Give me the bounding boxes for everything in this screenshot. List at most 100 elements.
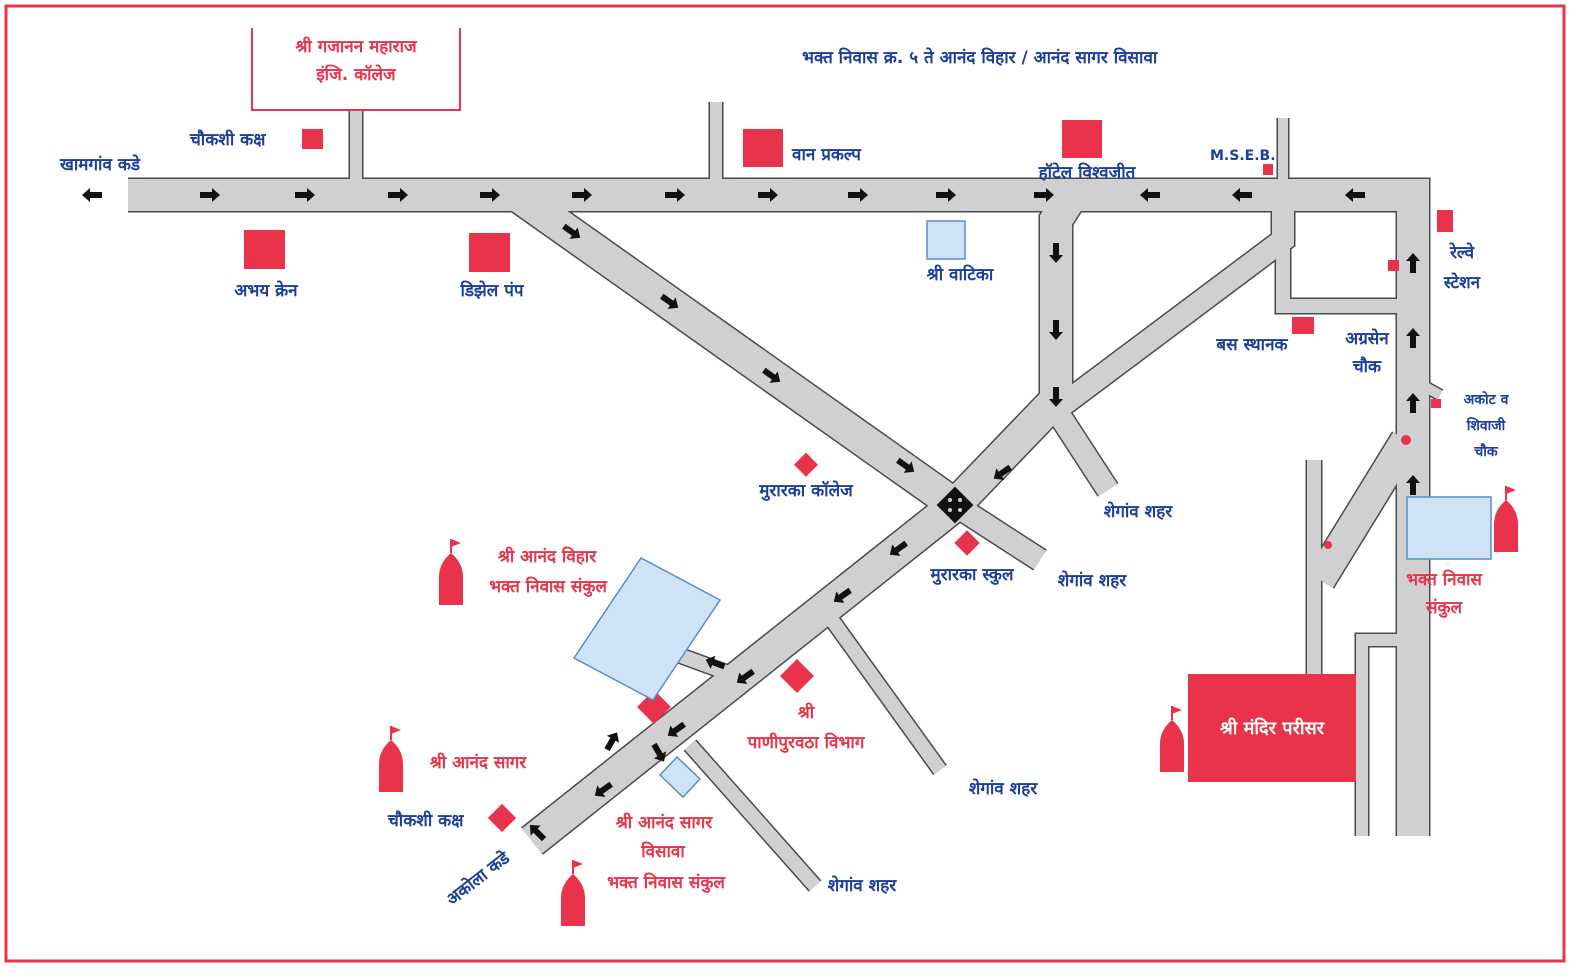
- akot-label-line1: अकोट व: [1464, 391, 1510, 408]
- railway-label-line1: रेल्वे: [1449, 242, 1476, 263]
- direction-arrow-22: [562, 223, 581, 239]
- direction-arrow-10: [936, 188, 956, 202]
- direction-arrow-25: [896, 457, 915, 473]
- direction-arrow-17: [1406, 393, 1420, 413]
- direction-arrow-21: [1049, 387, 1063, 407]
- landmark-markers: [244, 120, 1453, 833]
- agrasen-label-line1: अग्रसेन: [1345, 328, 1389, 349]
- railway-marker-1: [1437, 210, 1453, 232]
- hotel-marker: [1062, 120, 1102, 158]
- panipurvatha-label-line2: पाणीपुरवठा विभाग: [747, 732, 866, 753]
- anand-sagar-visava-label-line3: भक्त निवास संकुल: [607, 872, 726, 893]
- direction-arrow-18: [1406, 475, 1420, 495]
- anand-sagar-visava-building: [658, 755, 702, 799]
- temple-area-block: [1188, 674, 1356, 782]
- akot-marker: [1431, 399, 1441, 408]
- anand-vihar-gate-marker: [637, 690, 671, 724]
- chaukashi-bottom-label: चौकशी कक्ष: [387, 810, 464, 831]
- direction-arrow-34: [651, 742, 667, 762]
- anand-sagar-temple-icon: [379, 726, 403, 792]
- hotel-label: हॉटेल विश्वजीत: [1038, 162, 1137, 183]
- temple-area-temple-icon: [1160, 706, 1184, 772]
- direction-arrow-32: [705, 655, 726, 670]
- direction-arrow-13: [1232, 188, 1252, 202]
- temple-road-right: [1356, 634, 1402, 836]
- akot-spur: [1410, 375, 1443, 400]
- shegaon-label-3: शेगांव शहर: [969, 778, 1038, 799]
- southwest-road: [522, 492, 965, 854]
- direction-arrow-27: [889, 540, 908, 556]
- akot-label-line3: चौक: [1473, 443, 1499, 460]
- direction-arrows: [82, 188, 1420, 842]
- shegaon-label-1: शेगांव शहर: [1104, 501, 1173, 522]
- road-dot-1: [1401, 435, 1411, 445]
- anand-sagar-label: श्री आनंद सागर: [429, 752, 528, 773]
- direction-arrow-6: [572, 188, 592, 202]
- abhay-crane-marker: [244, 230, 285, 269]
- panipurvatha-label-line1: श्री: [797, 702, 815, 723]
- shegaon-road-1: [1046, 404, 1118, 496]
- van-prakalp-label: वान प्रकल्प: [791, 145, 862, 165]
- agrasen-label-line2: चौक: [1352, 356, 1382, 377]
- shegaon-road-2: [949, 495, 1046, 570]
- hotel-loop-road: [943, 186, 1086, 517]
- anand-sagar-visava-temple-icon: [561, 860, 585, 926]
- diesel-pump-label: डिझेल पंप: [459, 280, 524, 301]
- mseb-label: M.S.E.B.: [1210, 148, 1276, 164]
- buildings: [572, 220, 1492, 799]
- bhakt-niwas-right-temple-icon: [1494, 486, 1518, 552]
- railway-label-line2: स्टेशन: [1443, 272, 1481, 293]
- direction-arrow-14: [1345, 188, 1365, 202]
- direction-arrow-26: [993, 464, 1012, 480]
- anand-sagar-visava-label-line2: विसावा: [640, 841, 685, 862]
- muraraka-school-marker: [954, 530, 980, 556]
- mseb-marker: [1263, 164, 1273, 175]
- chaukashi-bottom-marker: [487, 803, 517, 833]
- muraraka-college-label: मुरारका कॉलेज: [758, 480, 854, 501]
- akot-label-line2: शिवाजी: [1466, 417, 1507, 434]
- khamgaon-label: खामगांव कडे: [59, 154, 141, 175]
- map-frame: [4, 4, 1566, 963]
- diesel-pump-marker: [469, 233, 510, 272]
- agrasen-loop: [1276, 240, 1400, 313]
- college-label-line2: इंजि. कॉलेज: [315, 64, 397, 85]
- road-dot-2: [1324, 541, 1332, 549]
- chaukashi-top-marker: [302, 129, 323, 149]
- college-label-line1: श्री गजानन महाराज: [294, 36, 418, 57]
- diagonal-road: [507, 181, 965, 519]
- engineering-college-box: श्री गजानन महाराज इंजि. कॉलेज: [251, 28, 461, 111]
- bus-stand-label: बस स्थानक: [1215, 335, 1288, 355]
- temple-icons: [379, 486, 1518, 926]
- direction-arrow-30: [667, 721, 686, 737]
- shegaon-road-4: [684, 740, 821, 891]
- direction-arrow-20: [1049, 320, 1063, 340]
- shri-vatika-building: [926, 220, 966, 260]
- anand-vihar-label-line2: भक्त निवास संकुल: [489, 576, 608, 597]
- direction-arrow-16: [1406, 328, 1420, 348]
- direction-arrow-7: [665, 188, 685, 202]
- map-title: भक्त निवास क्र. ५ ते आनंद विहार / आनंद स…: [802, 47, 1158, 68]
- shegaon-road-3: [826, 615, 946, 775]
- bhakt-niwas-right-label-line2: संकुल: [1425, 598, 1464, 618]
- shri-vatika-label: श्री वाटिका: [926, 264, 994, 285]
- central-crossing-marker: [936, 486, 974, 524]
- abhay-crane-label: अभय क्रेन: [234, 280, 298, 301]
- direction-arrow-31: [594, 781, 613, 797]
- direction-arrow-4: [388, 188, 408, 202]
- bus-stand-marker: [1292, 317, 1314, 334]
- shegaon-label-2: शेगांव शहर: [1058, 570, 1127, 591]
- anand-vihar-temple-icon: [439, 539, 463, 605]
- direction-arrow-5: [480, 188, 500, 202]
- anand-vihar-label-line1: श्री आनंद विहार: [497, 546, 597, 567]
- direction-arrow-2: [200, 188, 220, 202]
- panipurvatha-marker: [780, 659, 814, 693]
- muraraka-school-label: मुरारका स्कुल: [929, 565, 1015, 585]
- direction-arrow-15: [1406, 253, 1420, 273]
- van-prakalp-marker: [743, 129, 783, 167]
- direction-arrow-8: [758, 188, 778, 202]
- direction-arrow-28: [833, 587, 852, 603]
- shegaon-label-4: शेगांव शहर: [828, 875, 897, 896]
- bhakt-niwas-right-building: [1406, 496, 1492, 560]
- direction-arrow-19: [1049, 243, 1063, 263]
